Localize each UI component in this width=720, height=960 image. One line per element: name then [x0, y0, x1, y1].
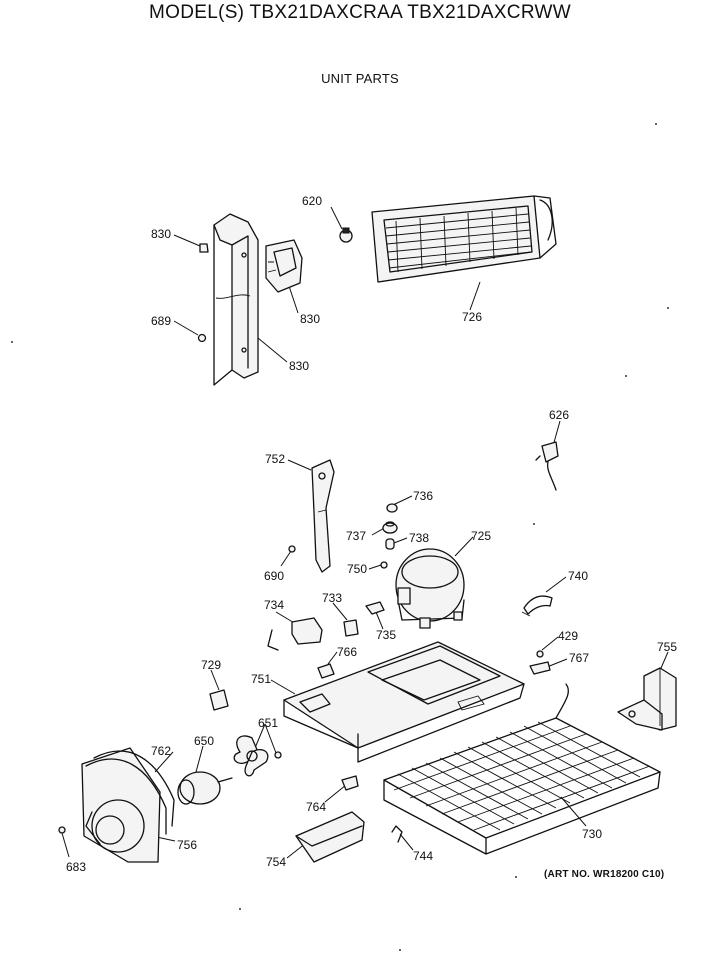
callout-756: 756 [177, 838, 197, 852]
part-726-evaporator [371, 195, 557, 283]
part-830-channel [213, 213, 259, 386]
part-764-clip [341, 775, 359, 791]
part-650-motor [177, 771, 233, 805]
callout-736: 736 [413, 489, 433, 503]
part-740-clip [521, 595, 553, 617]
part-830-clip [265, 239, 303, 293]
callout-740: 740 [568, 569, 588, 583]
callout-729: 729 [201, 658, 221, 672]
callout-626: 626 [549, 408, 569, 422]
callout-754: 754 [266, 855, 286, 869]
part-735-clip [365, 601, 385, 615]
callout-734: 734 [264, 598, 284, 612]
callout-labels: 620 830 830 830 689 726 626 752 736 737 … [66, 194, 677, 874]
callout-689: 689 [151, 314, 171, 328]
callout-620: 620 [302, 194, 322, 208]
callout-738: 738 [409, 531, 429, 545]
callout-735: 735 [376, 628, 396, 642]
part-734-relay [267, 617, 323, 651]
section-title: UNIT PARTS [321, 71, 399, 86]
part-620-knob [339, 227, 353, 243]
callout-683: 683 [66, 860, 86, 874]
callout-830-clip: 830 [300, 312, 320, 326]
part-756-shroud [81, 747, 161, 863]
part-730-condenser [383, 683, 661, 855]
part-736-grommet [386, 503, 398, 513]
callout-725: 725 [471, 529, 491, 543]
part-733-capacitor [343, 619, 359, 637]
callout-830-channel: 830 [289, 359, 309, 373]
part-830-screw [199, 243, 209, 253]
part-751-base-pan [283, 641, 525, 763]
callout-744: 744 [413, 849, 433, 863]
part-689-screw [197, 333, 207, 343]
callout-750: 750 [347, 562, 367, 576]
callout-690: 690 [264, 569, 284, 583]
callout-650: 650 [194, 734, 214, 748]
part-752-bracket [311, 459, 335, 573]
art-number: (ART NO. WR18200 C10) [544, 869, 665, 880]
callout-651: 651 [258, 716, 278, 730]
part-754-tray [295, 811, 365, 863]
part-750-screw [380, 561, 388, 569]
callout-764: 764 [306, 800, 326, 814]
part-690-screw [288, 545, 296, 553]
callout-733: 733 [322, 591, 342, 605]
part-683-screw [58, 826, 66, 834]
callout-726: 726 [462, 310, 482, 324]
part-737-grommet [382, 521, 398, 534]
part-725-compressor [395, 548, 465, 629]
part-651-fan-blade [233, 735, 269, 777]
part-626-cord [535, 441, 559, 491]
scan-specks [11, 123, 669, 951]
callout-752: 752 [265, 452, 285, 466]
part-738-sleeve [385, 538, 395, 550]
part-651-nut [274, 751, 282, 759]
callout-762: 762 [151, 744, 171, 758]
part-767-clip [529, 661, 551, 675]
leader-lines [61, 206, 669, 859]
callout-766: 766 [337, 645, 357, 659]
callout-751: 751 [251, 672, 271, 686]
part-429-screw [536, 650, 544, 658]
callout-730: 730 [582, 827, 602, 841]
part-755-bracket [617, 667, 677, 731]
model-title: MODEL(S) TBX21DAXCRAA TBX21DAXCRWW [149, 2, 571, 23]
part-729-block [209, 689, 229, 711]
callout-737: 737 [346, 529, 366, 543]
part-744-clip [391, 825, 403, 843]
callout-429: 429 [558, 629, 578, 643]
part-766-clip [317, 663, 335, 679]
callout-767: 767 [569, 651, 589, 665]
callout-755: 755 [657, 640, 677, 654]
callout-830-screw: 830 [151, 227, 171, 241]
part-762-gasket [85, 750, 175, 835]
